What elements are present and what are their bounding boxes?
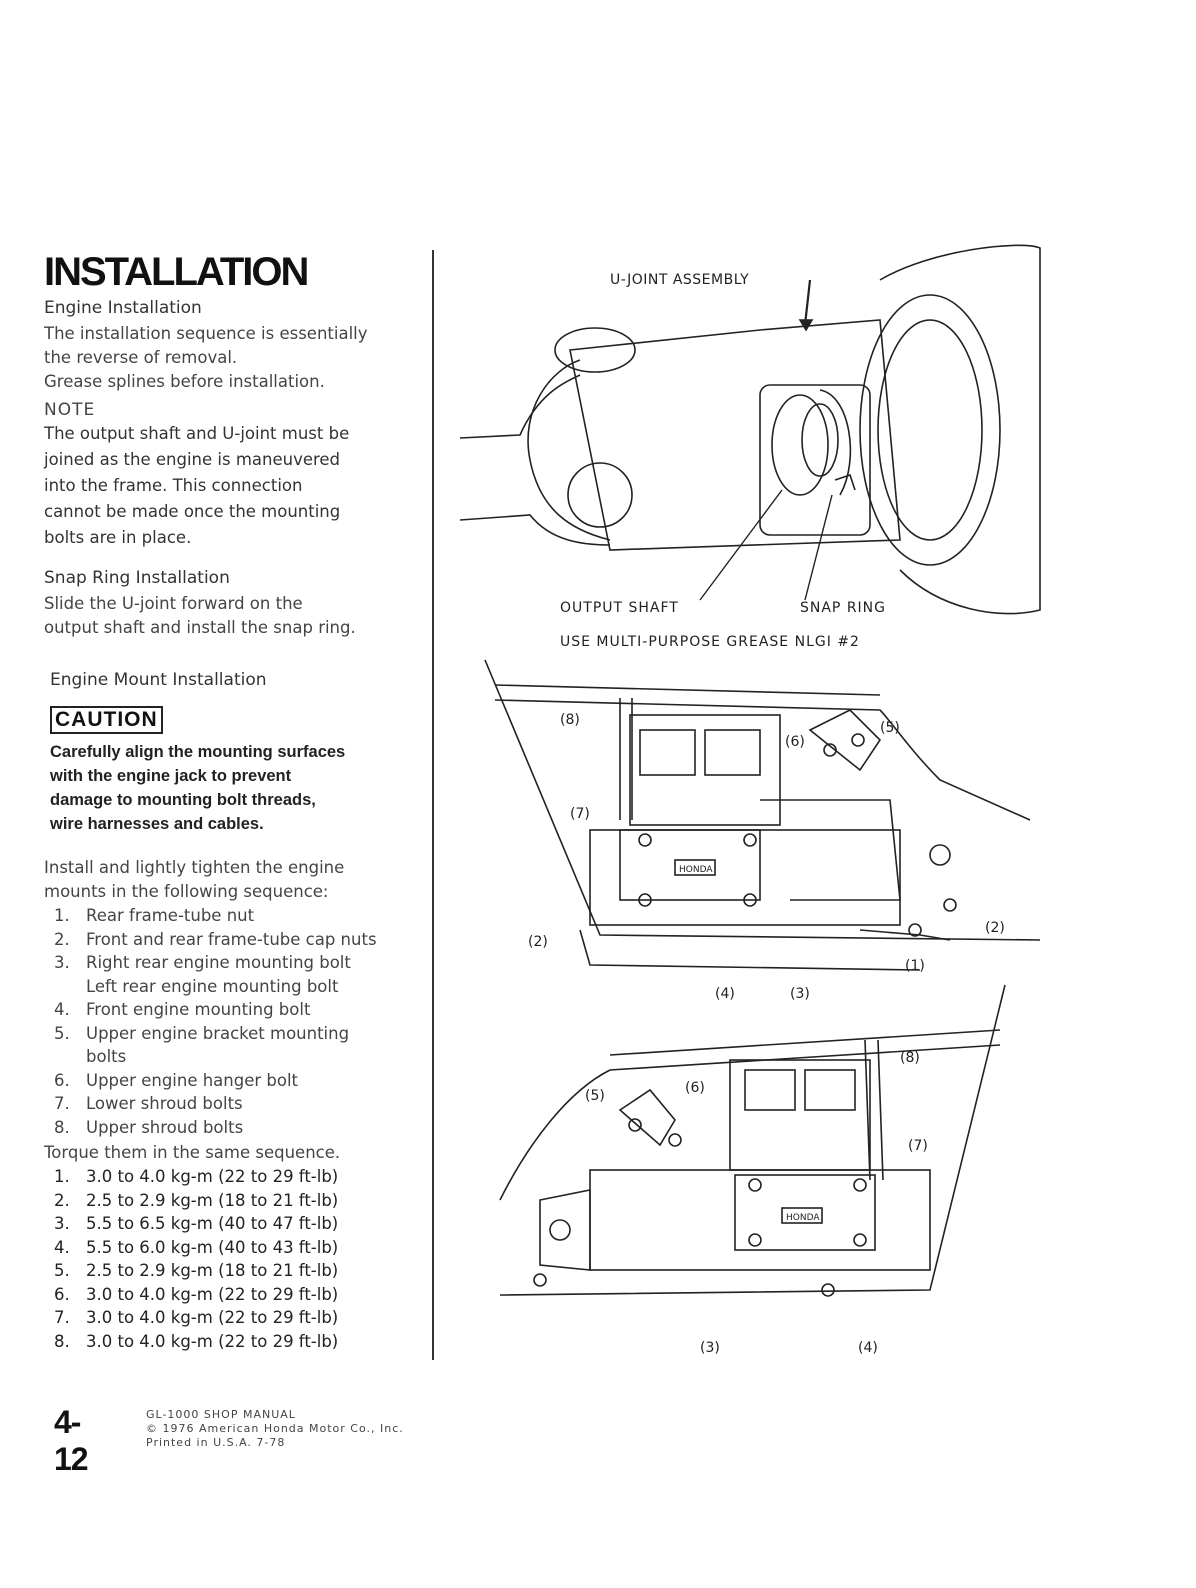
text-line: Slide the U-joint forward on the	[44, 594, 303, 613]
callout-label: (2)	[528, 934, 548, 950]
list-item: 7.3.0 to 4.0 kg-m (22 to 29 ft-lb)	[54, 1308, 339, 1327]
grease-label: USE MULTI-PURPOSE GREASE NLGI #2	[560, 634, 860, 650]
column-divider	[432, 250, 434, 1360]
list-item: 4.Front engine mounting bolt	[54, 1000, 311, 1019]
engine-mount-heading: Engine Mount Installation	[50, 670, 267, 690]
engine-frame-figure-bottom: HONDA (8) (6) (5) (7) (3) (4)	[499, 984, 1006, 1356]
note-line: The output shaft and U-joint must be	[44, 424, 350, 443]
left-column: INSTALLATION Engine Installation The ins…	[44, 250, 424, 1353]
callout-label: (1)	[905, 958, 925, 974]
list-item: bolts	[86, 1047, 127, 1066]
caution-line: Carefully align the mounting surfaces	[50, 743, 346, 761]
note-label: NOTE	[44, 400, 96, 420]
brand-label: HONDA	[786, 1213, 820, 1223]
copyright: © 1976 American Honda Motor Co., Inc.	[146, 1422, 404, 1435]
list-item: 6.Upper engine hanger bolt	[54, 1070, 299, 1090]
torque-list: 1.3.0 to 4.0 kg-m (22 to 29 ft-lb) 2.2.5…	[44, 1165, 424, 1353]
ujoint-assembly-label: U-JOINT ASSEMBLY	[610, 272, 749, 288]
callout-label: (2)	[985, 920, 1005, 936]
callout-label: (8)	[900, 1050, 920, 1066]
callout-label: (7)	[908, 1138, 928, 1154]
list-item: 4.5.5 to 6.0 kg-m (40 to 43 ft-lb)	[54, 1237, 339, 1257]
footer-text: GL-1000 SHOP MANUAL © 1976 American Hond…	[146, 1408, 466, 1450]
callout-label: (4)	[858, 1340, 878, 1356]
list-item: 2.2.5 to 2.9 kg-m (18 to 21 ft-lb)	[54, 1190, 339, 1210]
callout-label: (3)	[700, 1340, 720, 1356]
text-line: Grease splines before installation.	[44, 372, 325, 391]
note-line: joined as the engine is maneuvered	[44, 450, 341, 469]
ujoint-figure: U-JOINT ASSEMBLY OUTPUT SHAFT SNAP RING …	[460, 244, 1041, 650]
callout-label: (3)	[790, 986, 810, 1002]
list-item: 1.3.0 to 4.0 kg-m (22 to 29 ft-lb)	[54, 1167, 339, 1186]
engine-frame-figure-top: HONDA (8) (6) (5) (7) (2) (2) (1) (4) (3…	[484, 659, 1041, 1002]
engine-installation-heading: Engine Installation	[44, 298, 202, 318]
list-item: 8.3.0 to 4.0 kg-m (22 to 29 ft-lb)	[54, 1331, 339, 1351]
caution-line: with the engine jack to prevent	[50, 767, 292, 785]
snap-ring-label: SNAP RING	[800, 600, 886, 616]
output-shaft-label: OUTPUT SHAFT	[560, 600, 679, 616]
note-line: bolts are in place.	[44, 528, 192, 547]
page-number: 4-12	[54, 1404, 89, 1477]
text-line: the reverse of removal.	[44, 348, 238, 367]
snap-ring-heading: Snap Ring Installation	[44, 568, 230, 588]
intro-line: mounts in the following sequence:	[44, 882, 329, 901]
diagram-illustrations: U-JOINT ASSEMBLY OUTPUT SHAFT SNAP RING …	[460, 244, 1041, 1356]
callout-label: (8)	[560, 712, 580, 728]
mount-sequence-list: 1.Rear frame-tube nut 2.Front and rear f…	[44, 904, 424, 1139]
list-item: 5.Upper engine bracket mounting	[54, 1023, 350, 1043]
page-title: INSTALLATION	[44, 250, 309, 294]
list-item: 5.2.5 to 2.9 kg-m (18 to 21 ft-lb)	[54, 1261, 339, 1280]
callout-label: (5)	[585, 1088, 605, 1104]
callout-label: (6)	[785, 734, 805, 750]
list-item: Left rear engine mounting bolt	[86, 976, 339, 996]
caution-line: wire harnesses and cables.	[50, 815, 264, 833]
caution-line: damage to mounting bolt threads,	[50, 791, 316, 809]
printed-info: Printed in U.S.A. 7-78	[146, 1436, 286, 1449]
list-item: 1.Rear frame-tube nut	[54, 906, 255, 925]
note-line: into the frame. This connection	[44, 476, 303, 495]
note-line: cannot be made once the mounting	[44, 502, 341, 521]
list-item: 3.5.5 to 6.5 kg-m (40 to 47 ft-lb)	[54, 1214, 339, 1233]
manual-name: GL-1000 SHOP MANUAL	[146, 1408, 296, 1421]
torque-intro: Torque them in the same sequence.	[44, 1143, 341, 1162]
brand-label: HONDA	[679, 865, 713, 875]
list-item: 6.3.0 to 4.0 kg-m (22 to 29 ft-lb)	[54, 1284, 339, 1304]
list-item: 8.Upper shroud bolts	[54, 1117, 244, 1137]
caution-badge: CAUTION	[50, 706, 163, 734]
intro-line: Install and lightly tighten the engine	[44, 858, 345, 877]
text-line: output shaft and install the snap ring.	[44, 618, 356, 637]
callout-label: (6)	[685, 1080, 705, 1096]
callout-label: (4)	[715, 986, 735, 1002]
list-item: 3.Right rear engine mounting bolt	[54, 953, 351, 972]
text-line: The installation sequence is essentially	[44, 324, 368, 343]
list-item: 2.Front and rear frame-tube cap nuts	[54, 929, 377, 949]
callout-label: (7)	[570, 806, 590, 822]
callout-label: (5)	[880, 720, 900, 736]
list-item: 7.Lower shroud bolts	[54, 1094, 243, 1113]
